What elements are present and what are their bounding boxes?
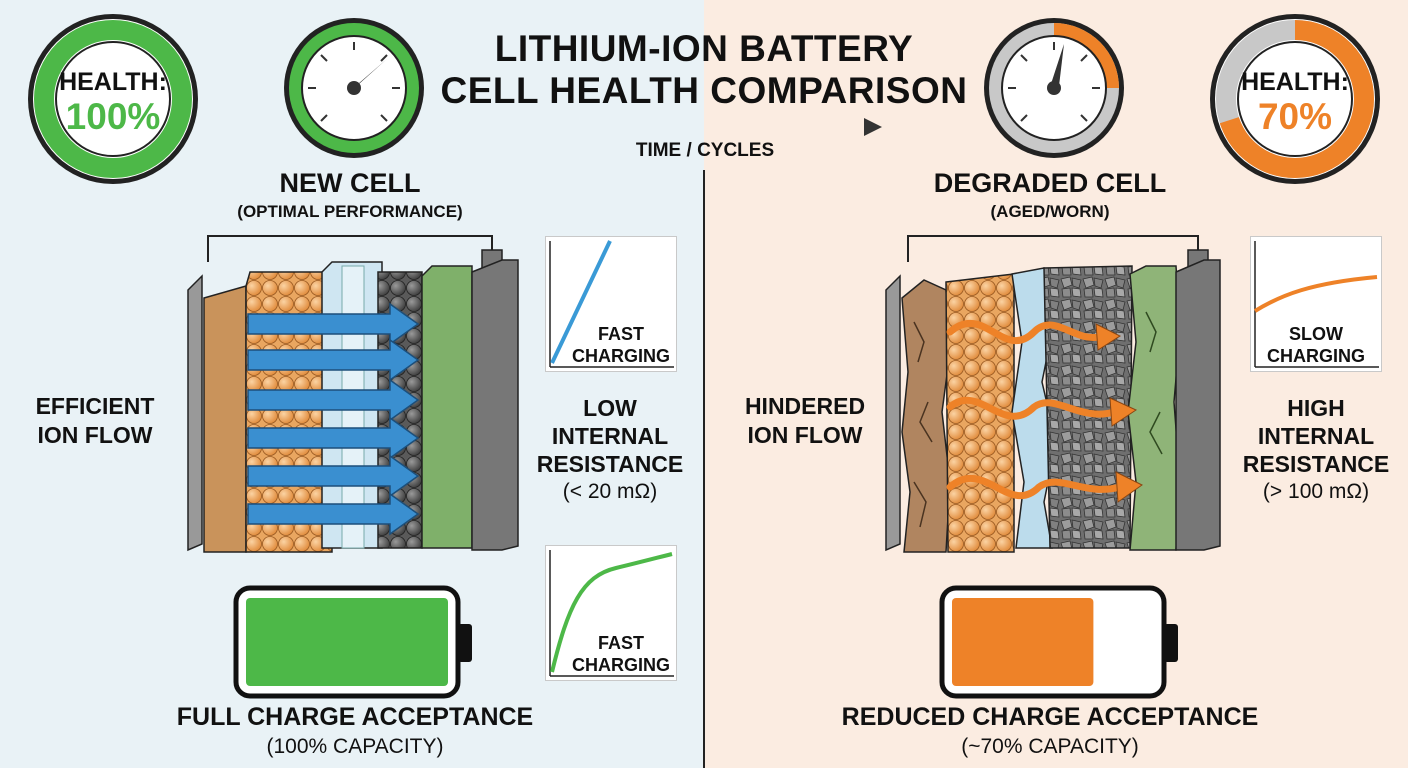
chart-bottom-label-line-2: CHARGING — [572, 655, 670, 675]
fast-charging-chart-bottom: FAST CHARGING — [545, 545, 677, 681]
chart-top-label-line-2: CHARGING — [572, 346, 670, 366]
low-resistance-line-1: LOW — [583, 395, 637, 421]
degraded-cell-subtitle: (AGED/WORN) — [990, 202, 1110, 221]
high-resistance-line-2: INTERNAL — [1257, 423, 1375, 449]
chart-bottom-label-line-1: FAST — [597, 633, 644, 653]
hindered-ion-flow-line-2: ION FLOW — [747, 422, 863, 448]
low-resistance-line-3: RESISTANCE — [536, 451, 684, 477]
degraded-cell-title: DEGRADED CELL — [933, 168, 1167, 198]
efficient-ion-flow-line-2: ION FLOW — [37, 422, 153, 448]
hindered-ion-flow-label: HINDERED ION FLOW — [730, 392, 880, 450]
low-resistance-line-2: INTERNAL — [551, 423, 669, 449]
high-resistance-line-1: HIGH — [1287, 395, 1345, 421]
slow-chart-label-line-2: CHARGING — [1267, 346, 1365, 366]
efficient-ion-flow-line-1: EFFICIENT — [35, 393, 155, 419]
title-line-2: CELL HEALTH COMPARISON — [440, 70, 968, 111]
new-cell-subtitle: (OPTIMAL PERFORMANCE) — [237, 202, 463, 221]
health-value-new: 100% — [65, 96, 161, 137]
new-cell-title: NEW CELL — [279, 168, 421, 198]
title-line-1: LITHIUM-ION BATTERY — [494, 28, 914, 69]
health-gauge-degraded: HEALTH: 70% — [1210, 14, 1380, 184]
reduced-charge-subtitle: (~70% CAPACITY) — [961, 735, 1139, 758]
health-label-new: HEALTH: — [59, 68, 167, 96]
hindered-ion-flow-line-1: HINDERED — [744, 393, 866, 419]
speedometer-degraded-icon — [984, 18, 1124, 158]
efficient-ion-flow-label: EFFICIENT ION FLOW — [20, 392, 170, 450]
main-title: LITHIUM-ION BATTERY CELL HEALTH COMPARIS… — [440, 28, 968, 112]
high-resistance-line-3: RESISTANCE — [1242, 451, 1390, 477]
time-axis-label: TIME / CYCLES — [635, 140, 775, 161]
panel-divider — [703, 170, 705, 768]
low-resistance-label: LOW INTERNAL RESISTANCE (< 20 mΩ) — [530, 394, 690, 506]
full-battery-icon — [233, 585, 472, 699]
slow-charging-chart: SLOW CHARGING — [1250, 236, 1382, 372]
degraded-cell-diagram — [885, 235, 1221, 553]
high-resistance-value: (> 100 mΩ) — [1262, 480, 1370, 503]
full-charge-title: FULL CHARGE ACCEPTANCE — [176, 703, 534, 731]
health-gauge-new: HEALTH: 100% — [28, 14, 198, 184]
chart-top-label-line-1: FAST — [597, 324, 644, 344]
high-resistance-label: HIGH INTERNAL RESISTANCE (> 100 mΩ) — [1236, 394, 1396, 506]
health-value-degraded: 70% — [1257, 96, 1333, 137]
new-cell-diagram — [187, 235, 519, 553]
low-resistance-value: (< 20 mΩ) — [562, 480, 658, 503]
speedometer-new-icon — [284, 18, 424, 158]
fast-charging-chart-top: FAST CHARGING — [545, 236, 677, 372]
health-label-degraded: HEALTH: — [1241, 68, 1349, 96]
reduced-charge-title: REDUCED CHARGE ACCEPTANCE — [841, 703, 1259, 731]
slow-chart-label-line-1: SLOW — [1289, 324, 1343, 344]
full-charge-subtitle: (100% CAPACITY) — [266, 735, 444, 758]
reduced-battery-icon — [939, 585, 1178, 699]
